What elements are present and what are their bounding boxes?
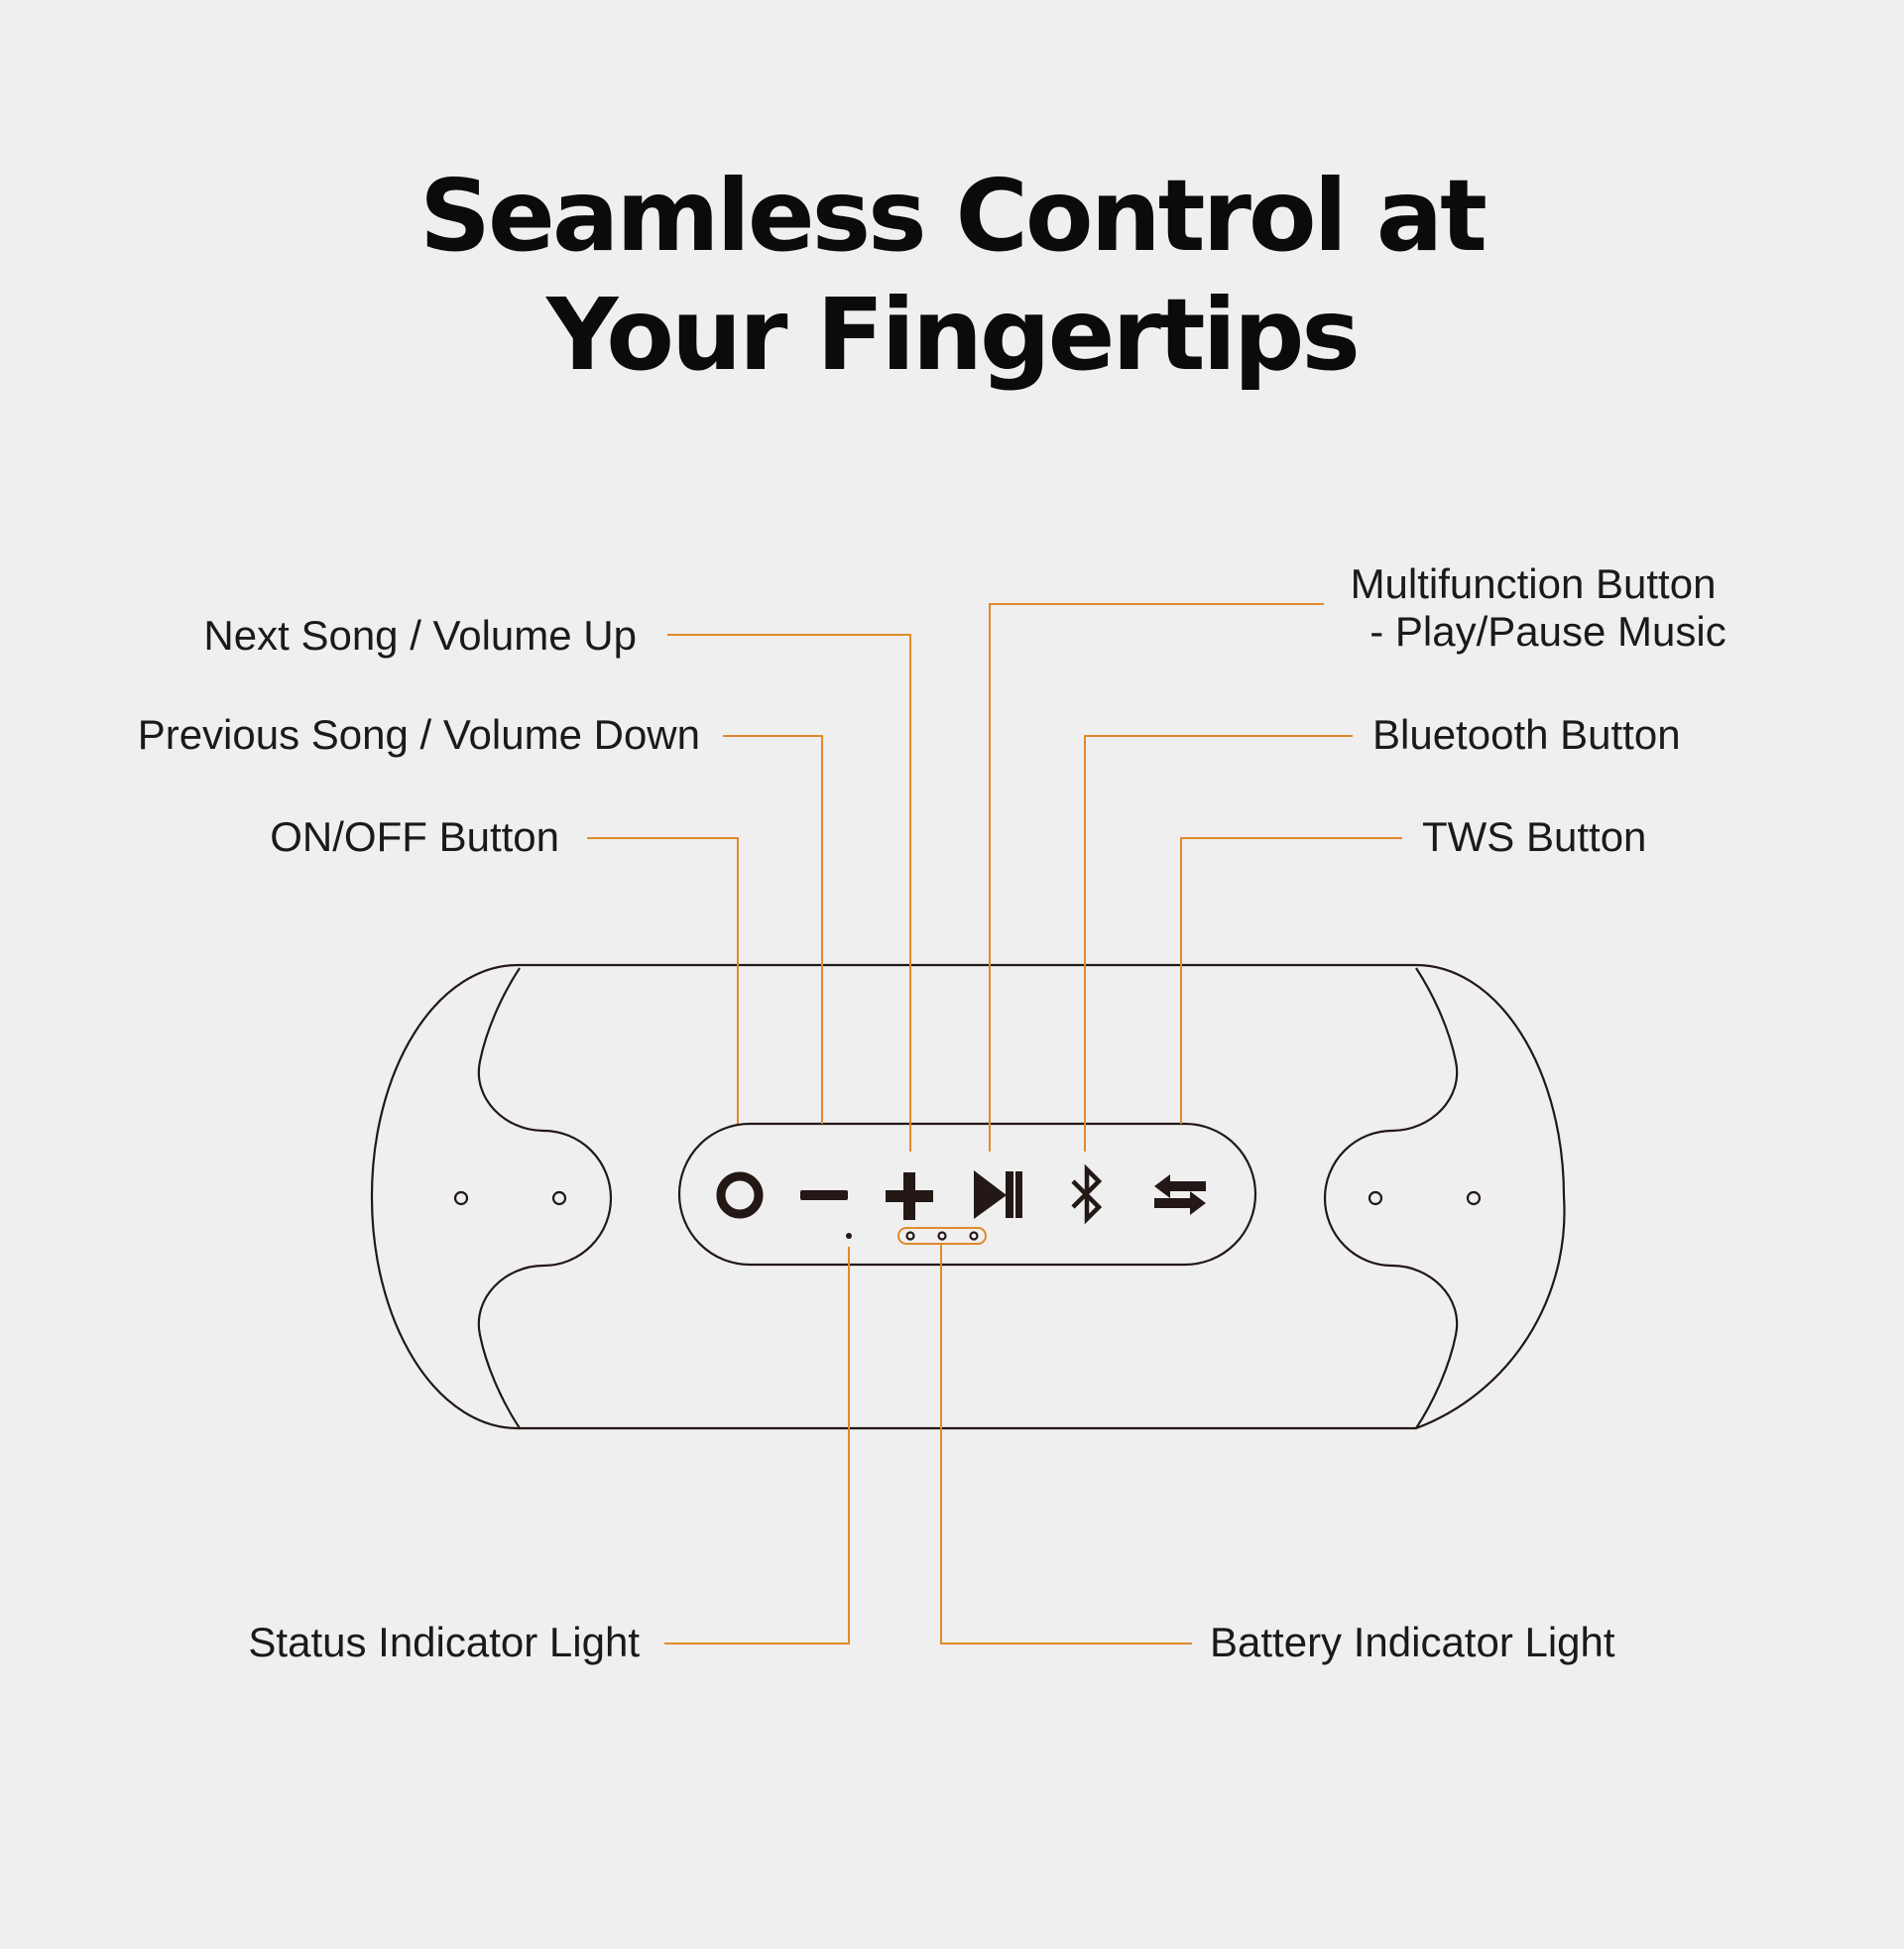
callout-labels: Next Song / Volume Up Previous Song / Vo… bbox=[138, 560, 1726, 1665]
label-on-off: ON/OFF Button bbox=[270, 813, 559, 860]
right-end-cap bbox=[1323, 967, 1459, 1429]
leader-lines bbox=[587, 603, 1402, 1644]
label-status-light: Status Indicator Light bbox=[248, 1619, 640, 1665]
control-panel bbox=[677, 1122, 1257, 1267]
right-screw-1 bbox=[1368, 1190, 1383, 1206]
label-tws: TWS Button bbox=[1422, 813, 1646, 860]
volume-up-button[interactable] bbox=[886, 1172, 933, 1220]
control-buttons bbox=[716, 1163, 1206, 1225]
battery-indicator-frame bbox=[897, 1227, 987, 1245]
tws-button[interactable] bbox=[1154, 1174, 1206, 1215]
label-next-song: Next Song / Volume Up bbox=[203, 612, 637, 659]
tws-icon bbox=[1154, 1174, 1206, 1215]
plus-icon bbox=[886, 1172, 933, 1220]
label-multifunction-line2: - Play/Pause Music bbox=[1369, 608, 1726, 655]
left-end-cap bbox=[477, 967, 613, 1429]
indicator-lights bbox=[846, 1227, 987, 1245]
minus-icon bbox=[800, 1190, 848, 1200]
status-indicator-dot bbox=[846, 1233, 852, 1239]
battery-led-2 bbox=[937, 1231, 947, 1241]
leader-on-off bbox=[587, 837, 739, 1124]
play-pause-icon bbox=[974, 1170, 1022, 1219]
battery-led-3 bbox=[969, 1231, 979, 1241]
power-icon bbox=[716, 1171, 764, 1219]
leader-next-song bbox=[667, 634, 911, 1152]
leader-tws bbox=[1180, 837, 1402, 1124]
left-screw-1 bbox=[453, 1190, 469, 1206]
bluetooth-button[interactable] bbox=[1071, 1163, 1103, 1225]
label-battery-light: Battery Indicator Light bbox=[1210, 1619, 1615, 1665]
leader-bluetooth bbox=[1084, 735, 1353, 1152]
leader-status-light bbox=[664, 1247, 850, 1644]
bluetooth-icon bbox=[1071, 1163, 1103, 1225]
battery-led-1 bbox=[905, 1231, 915, 1241]
power-button[interactable] bbox=[716, 1171, 764, 1219]
label-multifunction-line1: Multifunction Button bbox=[1351, 560, 1717, 607]
title-line-2: Your Fingertips bbox=[546, 277, 1361, 393]
speaker-body bbox=[370, 963, 1566, 1430]
leader-previous-song bbox=[723, 735, 823, 1124]
volume-down-button[interactable] bbox=[800, 1190, 848, 1200]
label-previous-song: Previous Song / Volume Down bbox=[138, 711, 700, 758]
play-pause-button[interactable] bbox=[974, 1170, 1022, 1219]
title-line-1: Seamless Control at bbox=[419, 158, 1488, 274]
speaker-outline bbox=[370, 963, 1566, 1430]
leader-battery-light bbox=[940, 1244, 1192, 1644]
left-screw-2 bbox=[551, 1190, 567, 1206]
right-screw-2 bbox=[1466, 1190, 1482, 1206]
label-bluetooth: Bluetooth Button bbox=[1372, 711, 1681, 758]
leader-multifunction bbox=[989, 603, 1324, 1152]
